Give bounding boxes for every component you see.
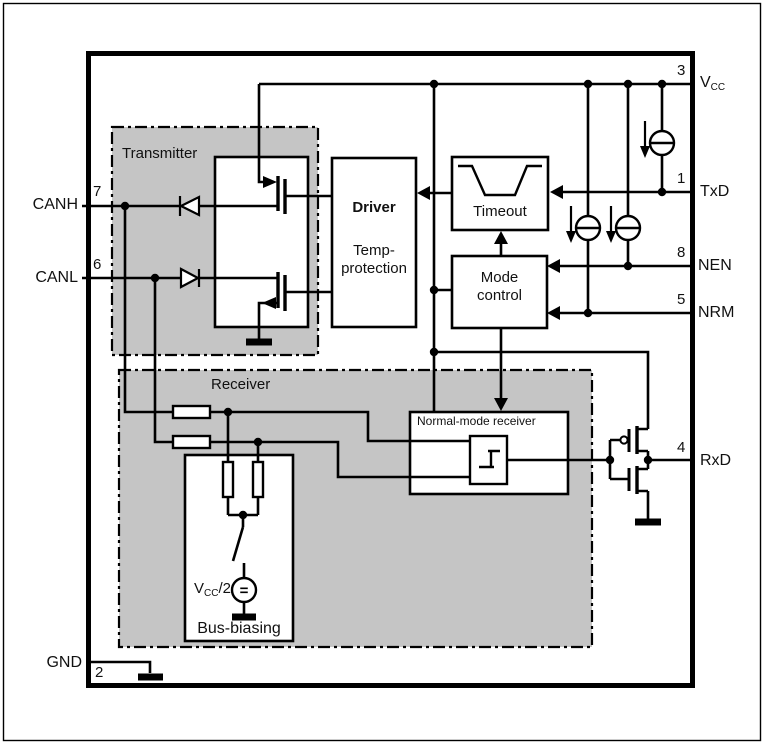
hysteresis-icon (479, 449, 500, 469)
vcc-half-sub: CC (204, 588, 219, 599)
driver-subtitle-1: Temp- (353, 242, 395, 259)
mosfet-low-icon (262, 272, 287, 311)
comparator-box (468, 434, 509, 486)
inverter-supply-wire (434, 350, 650, 429)
vcc-main: V (700, 74, 711, 91)
canh-diode-icon (178, 195, 201, 217)
pin-number-txd: 1 (677, 170, 686, 187)
bias-voltage-source-icon: = (230, 576, 258, 604)
canl-receiver-wire (153, 278, 173, 444)
vcc-half-rest: /2 (218, 580, 231, 597)
arrow-mode-to-receiver (494, 398, 508, 411)
arrow-into-mode-nen (547, 259, 560, 273)
resistor-bias2-icon (251, 460, 265, 499)
bias-join-wire (226, 497, 260, 527)
mode-control-line2: control (476, 287, 523, 304)
canh-receiver-wire (123, 206, 173, 414)
pin-number-rxd: 4 (677, 439, 686, 456)
mosfet-high-icon (263, 176, 287, 214)
transmitter-label: Transmitter (122, 145, 198, 162)
receiver-label: Receiver (211, 376, 271, 393)
arrow-into-driver (417, 186, 430, 200)
arrow-into-timeout (550, 185, 563, 199)
resistor-bias1-icon (221, 460, 235, 499)
chip-outline (86, 51, 695, 688)
vcc-half-label: VCC/2 (140, 580, 231, 600)
driver-box (330, 156, 418, 329)
vcc-drop-wire (257, 84, 263, 184)
gnd-pin-wire (88, 660, 152, 673)
output-stage-box (213, 155, 310, 329)
junction-dots (120, 79, 667, 520)
nrm-current-source-icon (566, 206, 602, 243)
bus-biasing-label: Bus-biasing (197, 620, 281, 637)
resistor-canl-icon (171, 434, 212, 450)
rxd-inverter-icon (619, 426, 639, 494)
inverter-stub-wires (637, 427, 650, 519)
pin-label-vcc: VCC (700, 74, 725, 94)
pin-number-nrm: 5 (677, 291, 686, 308)
pin-number-gnd: 2 (95, 664, 104, 681)
driver-title: Driver (352, 199, 396, 216)
nen-current-source-icon (606, 206, 642, 243)
pin-label-nrm: NRM (698, 304, 735, 321)
mode-control-box (450, 254, 549, 330)
vcc-sub: CC (710, 82, 726, 93)
pin-number-vcc: 3 (677, 62, 686, 79)
pin-label-gnd: GND (46, 654, 82, 671)
arrowheads (417, 185, 563, 411)
receiver-input2-wire (210, 440, 410, 479)
pin-number-nen: 8 (677, 244, 686, 261)
timeout-waveform-icon (458, 164, 542, 197)
driver-subtitle-2: protection (341, 260, 407, 277)
comparator-input-wires (410, 439, 470, 479)
voltage-source-symbol: = (240, 583, 249, 600)
ground-icons (138, 338, 661, 681)
pin-label-nen: NEN (698, 257, 732, 274)
resistor-canh-icon (171, 404, 212, 420)
bus-biasing-box (183, 453, 295, 643)
receiver-input1-wire (210, 410, 410, 443)
txd-current-source-icon (640, 121, 676, 158)
normal-mode-receiver-label: Normal-mode receiver (417, 414, 536, 428)
arrow-mode-to-timeout (494, 231, 508, 244)
mode-control-line1: Mode (480, 269, 519, 286)
switch-icon (231, 526, 245, 562)
timeout-label: Timeout (473, 203, 527, 220)
vcc-half-main: V (194, 580, 205, 597)
arrow-into-mode-nrm (547, 306, 560, 320)
pin-label-rxd: RxD (700, 452, 732, 469)
pin-label-canh: CANH (32, 196, 78, 213)
pin-number-canh: 7 (93, 183, 102, 200)
pin-number-canl: 6 (93, 256, 102, 273)
timeout-box (450, 155, 550, 232)
pin-label-canl: CANL (35, 269, 78, 286)
pin-label-txd: TxD (700, 183, 730, 200)
canl-diode-icon (179, 267, 201, 289)
